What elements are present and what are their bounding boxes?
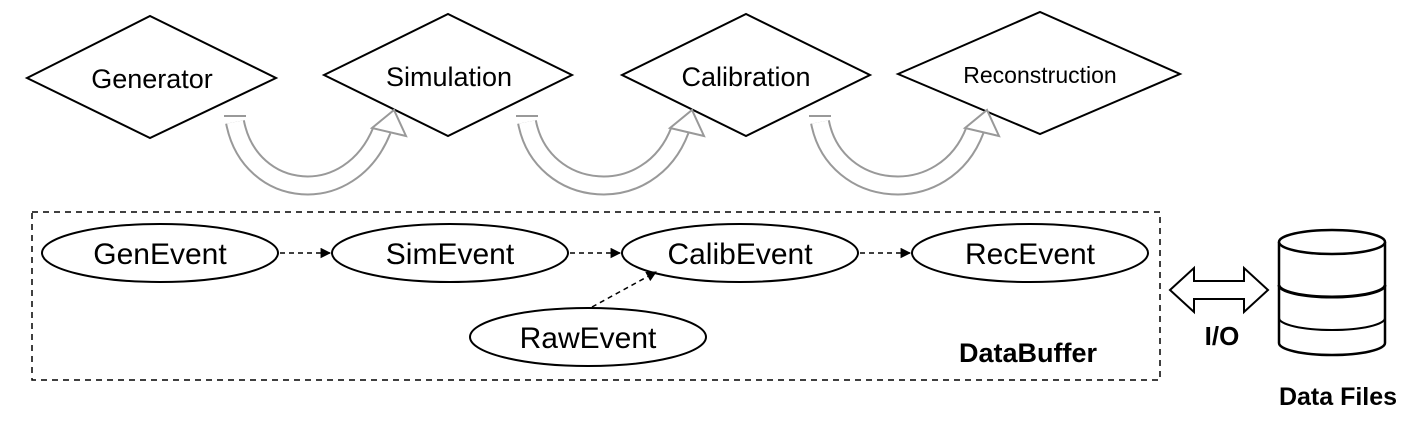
simevent-node: SimEvent [331, 223, 569, 283]
data-files-label: Data Files [1279, 383, 1397, 411]
io-label: I/O [1205, 321, 1240, 351]
calibration-node: Calibration [619, 12, 873, 138]
arrow-raw-to-calib [591, 271, 657, 308]
rawevent-node: RawEvent [469, 307, 707, 367]
calibevent-node: CalibEvent [621, 223, 859, 283]
simulation-label: Simulation [386, 62, 512, 92]
recevent-node: RecEvent [911, 223, 1149, 283]
rawevent-label: RawEvent [520, 322, 657, 355]
recevent-label: RecEvent [965, 238, 1096, 271]
generator-node: Generator [24, 14, 279, 140]
database-icon [1277, 228, 1387, 357]
calibevent-label: CalibEvent [667, 238, 813, 271]
calibration-label: Calibration [681, 62, 810, 92]
flow-arrow-gen-sim [224, 108, 408, 196]
io-arrow [1168, 265, 1270, 315]
databuffer-box [31, 211, 1161, 381]
simulation-node: Simulation [321, 12, 575, 138]
databuffer-label: DataBuffer [959, 338, 1098, 368]
reconstruction-label: Reconstruction [963, 62, 1116, 88]
generator-label: Generator [91, 64, 213, 94]
genevent-label: GenEvent [93, 238, 227, 271]
genevent-node: GenEvent [41, 223, 279, 283]
reconstruction-node: Reconstruction [895, 10, 1183, 136]
flow-arrow-sim-calib [516, 108, 706, 196]
flow-arrow-calib-rec [809, 108, 1001, 196]
simevent-label: SimEvent [386, 238, 515, 271]
